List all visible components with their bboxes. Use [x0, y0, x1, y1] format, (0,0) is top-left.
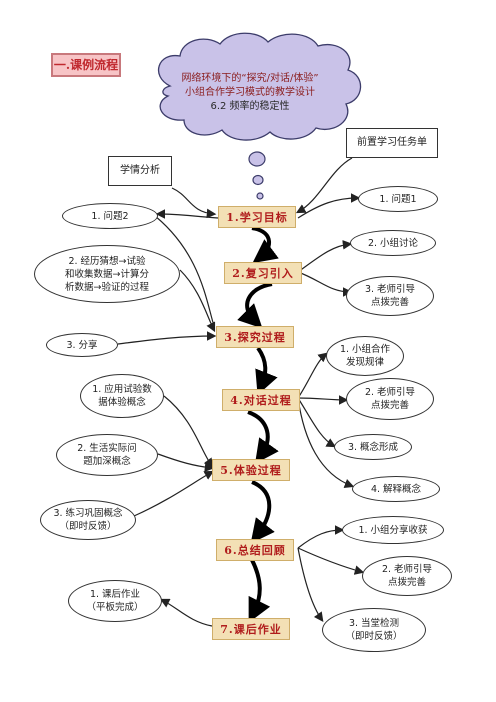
- left-bubble-share: 3. 分享: [46, 333, 118, 357]
- step-5-experience: 5.体验过程: [212, 459, 290, 481]
- step-7-homework: 7.课后作业: [212, 618, 290, 640]
- thought-cloud: [158, 32, 362, 141]
- step-4-dialogue: 4.对话过程: [222, 389, 300, 411]
- cloud-title: 网络环境下的“探究/对话/体验” 小组合作学习模式的教学设计 6.2 频率的稳定…: [150, 72, 350, 114]
- left-bubble-homework: 1. 课后作业 （平板完成）: [68, 580, 162, 622]
- left-bubble-real-life: 2. 生活实际问 题加深概念: [56, 434, 158, 476]
- left-bubble-question-2: 1. 问题2: [62, 203, 158, 229]
- right-bubble-teacher-guide-2: 2. 老师引导 点拨完善: [346, 378, 434, 420]
- left-bubble-apply-data: 1. 应用试验数 据体验概念: [80, 374, 164, 418]
- step-1-learning-goals: 1.学习目标: [218, 206, 296, 228]
- left-bubble-process: 2. 经历猜想→试验 和收集数据→计算分 析数据→验证的过程: [34, 245, 180, 303]
- cloud-line-1: 网络环境下的“探究/对话/体验”: [181, 73, 319, 84]
- section-title-badge: 一.课例流程: [51, 53, 121, 77]
- pre-study-task-box: 前置学习任务单: [346, 128, 438, 158]
- step-2-review-intro: 2.复习引入: [224, 262, 302, 284]
- step-6-summary: 6.总结回顾: [216, 539, 294, 561]
- cloud-line-2: 小组合作学习模式的教学设计: [185, 87, 315, 98]
- thought-dots: [248, 151, 266, 200]
- flow-arrows: [237, 226, 279, 623]
- left-bubble-practice: 3. 练习巩固概念 （即时反馈）: [40, 500, 136, 540]
- right-bubble-explain-concept: 4. 解释概念: [352, 476, 440, 502]
- right-bubble-concept-formed: 3. 概念形成: [334, 434, 412, 460]
- right-bubble-group-discussion: 2. 小组讨论: [350, 230, 436, 256]
- right-bubble-teacher-guide-3: 2. 老师引导 点拨完善: [362, 556, 452, 596]
- cloud-line-3: 6.2 频率的稳定性: [210, 101, 290, 112]
- right-bubble-group-share: 1. 小组分享收获: [342, 516, 444, 544]
- step-3-exploration: 3.探究过程: [216, 326, 294, 348]
- right-bubble-teacher-guide-1: 3. 老师引导 点拨完善: [346, 276, 434, 316]
- right-bubble-question-1: 1. 问题1: [358, 186, 438, 212]
- thin-connectors: [117, 157, 365, 627]
- right-bubble-group-cooperation: 1. 小组合作 发现规律: [326, 336, 404, 376]
- right-bubble-in-class-test: 3. 当堂检测 （即时反馈）: [322, 608, 426, 652]
- student-analysis-box: 学情分析: [108, 156, 172, 186]
